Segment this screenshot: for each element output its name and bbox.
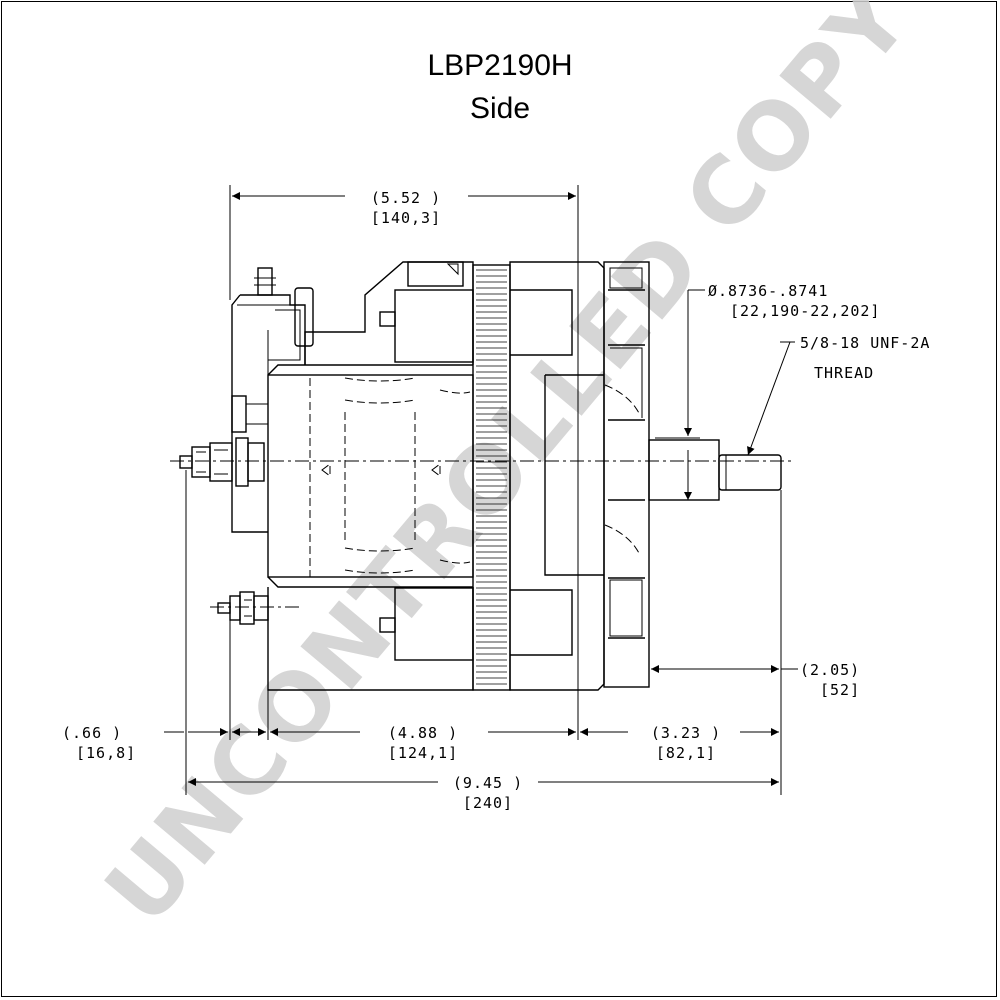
dim-shaft-diameter-mm: [22,190-22,202] <box>730 302 880 320</box>
dim-thread-label: THREAD <box>814 364 874 382</box>
extension-lines <box>185 185 782 795</box>
dim-shaft-diameter-inch: Ø.8736-.8741 <box>708 282 828 300</box>
dim-overall-body: (5.52 ) [140,3] <box>232 189 576 227</box>
dim-shaft-extension: (2.05) [52] <box>651 661 860 699</box>
dim-thread-spec: 5/8-18 UNF-2A <box>800 334 930 352</box>
alternator-outline <box>267 261 782 691</box>
dim-front: (3.23 ) [82,1] <box>580 724 779 762</box>
dim-terminal-offset: (.66 ) [16,8] <box>62 724 228 762</box>
dim-terminal-offset-inch: (.66 ) <box>62 724 122 742</box>
dim-total-length-mm: [240] <box>463 794 513 812</box>
dim-overall-body-mm: [140,3] <box>371 209 441 227</box>
dim-front-inch: (3.23 ) <box>651 724 721 742</box>
dim-shaft-extension-inch: (2.05) <box>800 661 860 679</box>
dim-shaft-diameter: Ø.8736-.8741 [22,190-22,202] <box>684 282 880 500</box>
terminal-assembly <box>179 267 314 625</box>
dim-housing-inch: (4.88 ) <box>388 724 458 742</box>
dim-front-mm: [82,1] <box>656 744 716 762</box>
dim-terminal-offset-mm: [16,8] <box>76 744 136 762</box>
dim-total-length-inch: (9.45 ) <box>453 774 523 792</box>
dim-housing: (4.88 ) [124,1] <box>232 724 576 762</box>
drawing-title: LBP2190H <box>427 49 572 82</box>
dim-housing-mm: [124,1] <box>388 744 458 762</box>
dim-thread-callout: 5/8-18 UNF-2A THREAD <box>747 334 930 456</box>
drawing-view-label: Side <box>470 92 530 125</box>
dim-shaft-extension-mm: [52] <box>820 681 860 699</box>
dim-total-length: (9.45 ) [240] <box>188 774 779 812</box>
dim-overall-body-inch: (5.52 ) <box>371 189 441 207</box>
